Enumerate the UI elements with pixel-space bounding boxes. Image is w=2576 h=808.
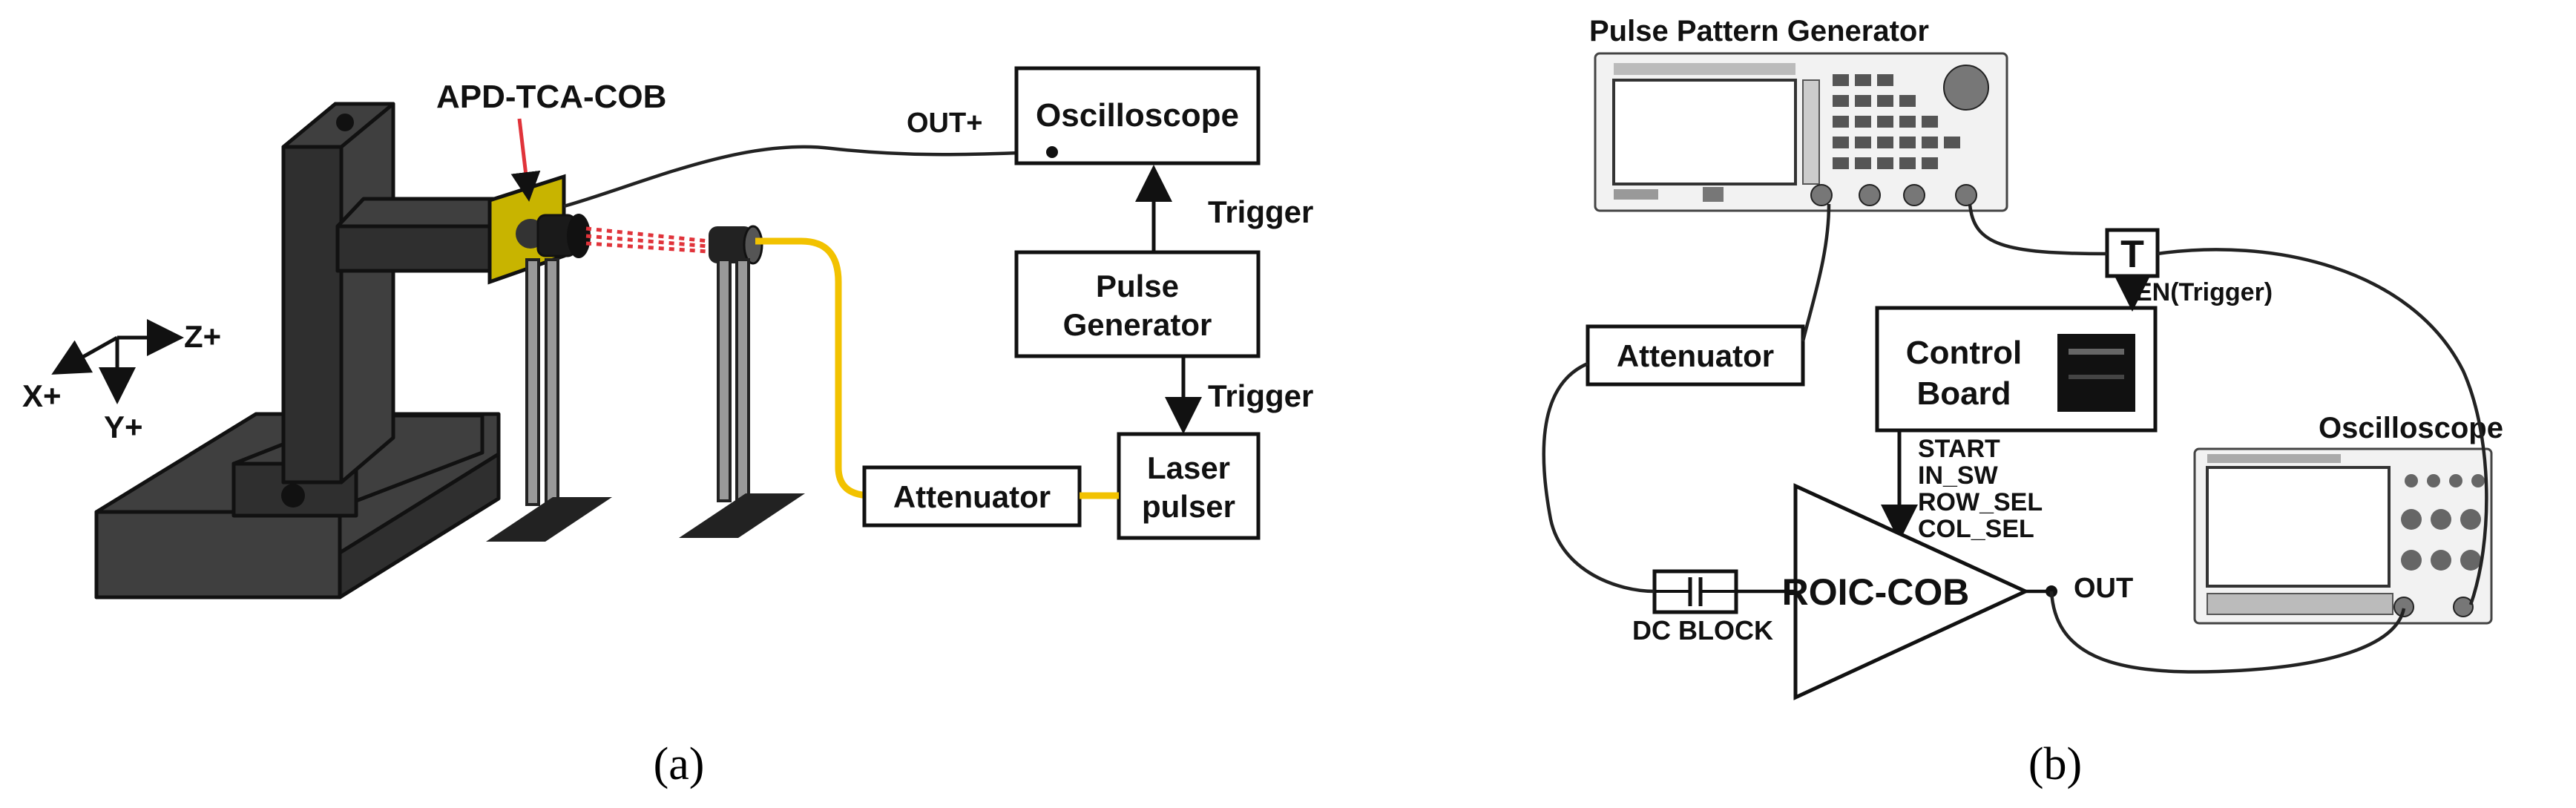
- out-plus-label: OUT+: [907, 108, 982, 139]
- oscilloscope-label-a: Oscilloscope: [1036, 97, 1239, 134]
- laser-pulser-box: Laser pulser: [1117, 432, 1261, 540]
- control-line2: Board: [1916, 375, 2011, 412]
- axis-indicator: Z+ X+ Y+: [22, 319, 221, 444]
- apd-pointer-arrow: [510, 118, 541, 202]
- en-trigger-label: EN(Trigger): [2135, 278, 2273, 306]
- signal-start: START: [1918, 435, 2000, 463]
- fpga-chip-icon: [2057, 334, 2135, 412]
- out-cable: [563, 145, 1053, 208]
- panel-b: Pulse Pattern Generator Oscillo: [1542, 15, 2503, 789]
- tee-connector: T: [2105, 228, 2160, 278]
- axis-x-label: X+: [22, 378, 62, 413]
- collimator-post: [679, 225, 805, 538]
- oscilloscope-box-a: Oscilloscope: [1014, 66, 1261, 165]
- ppg-to-tee-wire: [1968, 203, 2108, 256]
- tee-to-scope-wire: [2157, 248, 2488, 605]
- caption-b: (b): [2028, 739, 2082, 789]
- pulse-generator-line2: Generator: [1063, 307, 1212, 342]
- dc-block: [1652, 569, 1738, 614]
- dc-block-label: DC BLOCK: [1632, 615, 1773, 646]
- axis-z-label: Z+: [184, 319, 221, 354]
- out-to-scope-wire: [2049, 591, 2406, 674]
- xyz-stage: [94, 102, 522, 600]
- scope-input-port: [1046, 146, 1058, 158]
- control-board-box: Control Board: [1875, 306, 2158, 433]
- caption-a: (a): [654, 739, 705, 789]
- trigger-bottom-label: Trigger: [1208, 378, 1313, 413]
- signal-in-sw: IN_SW: [1918, 462, 1999, 490]
- roic-cob-amplifier: ROIC-COB: [1782, 483, 2030, 700]
- oscilloscope-instrument: Oscilloscope: [2193, 412, 2503, 625]
- roic-label: ROIC-COB: [1782, 571, 1970, 613]
- optical-fiber: [755, 237, 881, 499]
- attenuator-box-a: Attenuator: [862, 465, 1082, 528]
- laser-line1: Laser: [1147, 450, 1230, 485]
- ppg-title: Pulse Pattern Generator: [1589, 15, 1929, 47]
- apd-tca-cob-board: [487, 174, 591, 285]
- attenuator-label-b: Attenuator: [1617, 338, 1774, 373]
- out-label-b: OUT: [2074, 573, 2133, 604]
- oscilloscope-label-b: Oscilloscope: [2319, 412, 2503, 444]
- signal-col-sel: COL_SEL: [1918, 515, 2034, 543]
- ppg-to-attenuator-wire: [1801, 203, 1831, 342]
- axis-y-label: Y+: [104, 410, 143, 444]
- pulse-generator-box: Pulse Generator: [1014, 250, 1261, 358]
- apd-tca-cob-label: APD-TCA-COB: [436, 79, 666, 115]
- trigger-top-label: Trigger: [1208, 194, 1313, 229]
- apd-post: [486, 258, 612, 542]
- attenuator-label-a: Attenuator: [893, 479, 1051, 514]
- panel-a: APD-TCA-COB Oscilloscope OUT+ Trigger Pu…: [22, 66, 1313, 789]
- pulse-pattern-generator: [1594, 52, 2008, 212]
- pulse-generator-line1: Pulse: [1096, 269, 1179, 303]
- signal-row-sel: ROW_SEL: [1918, 488, 2043, 516]
- tee-symbol: T: [2120, 233, 2144, 276]
- laser-beam: [585, 226, 709, 254]
- laser-line2: pulser: [1142, 489, 1235, 524]
- attenuator-to-dcblock-wire: [1542, 361, 1655, 594]
- attenuator-box-b: Attenuator: [1586, 324, 1805, 387]
- control-line1: Control: [1906, 335, 2022, 371]
